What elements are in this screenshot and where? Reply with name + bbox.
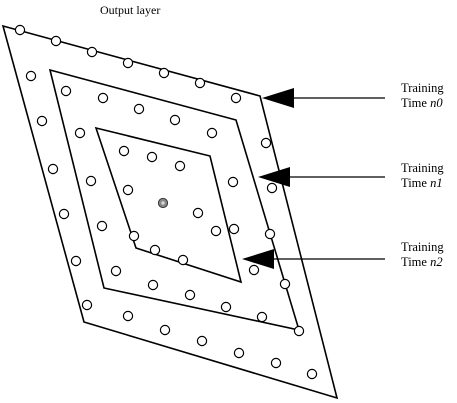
neuron-node bbox=[85, 175, 97, 187]
neuron-node bbox=[147, 279, 159, 291]
neuron-node bbox=[60, 85, 72, 97]
diagram-title: Output layer bbox=[100, 3, 160, 17]
neuron-node bbox=[210, 225, 222, 237]
neuron-node bbox=[260, 137, 272, 149]
neuron-node bbox=[70, 255, 82, 267]
neuron-node bbox=[206, 127, 218, 139]
neuron-node bbox=[233, 347, 245, 359]
neuron-grid bbox=[14, 24, 318, 380]
neuron-node bbox=[110, 265, 122, 277]
neuron-node bbox=[146, 151, 158, 163]
neuron-node bbox=[220, 301, 232, 313]
neuron-node bbox=[118, 145, 130, 157]
neuron-node bbox=[149, 244, 161, 256]
neuron-node bbox=[256, 311, 268, 323]
neuron-node bbox=[174, 160, 186, 172]
middle-neighborhood-boundary bbox=[48, 68, 301, 332]
neuron-node bbox=[14, 24, 26, 36]
neuron-node bbox=[58, 208, 70, 220]
neuron-node bbox=[177, 254, 189, 266]
label-training-n1-line1: Training bbox=[401, 161, 444, 175]
neuron-node bbox=[81, 299, 93, 311]
neuron-node bbox=[50, 35, 62, 47]
neuron-node bbox=[293, 325, 305, 337]
neuron-node bbox=[133, 103, 145, 115]
neuron-node bbox=[97, 92, 109, 104]
label-training-n0-line1: Training bbox=[401, 81, 444, 95]
arrowhead bbox=[258, 167, 290, 187]
neuron-node bbox=[270, 357, 282, 369]
neuron-node bbox=[279, 278, 291, 290]
neuron-node bbox=[122, 184, 134, 196]
neuron-node bbox=[86, 46, 98, 58]
outer-neighborhood-boundary bbox=[1, 24, 339, 400]
label-training-n1-line2: Time n1 bbox=[401, 176, 443, 190]
neuron-node bbox=[184, 289, 196, 301]
neuron-node bbox=[74, 127, 86, 139]
neuron-node bbox=[194, 77, 206, 89]
arrow-training-n2 bbox=[242, 249, 385, 269]
neuron-node bbox=[196, 335, 208, 347]
winning-neuron-highlight bbox=[161, 201, 165, 205]
neuron-node bbox=[169, 114, 181, 126]
neuron-node bbox=[230, 92, 242, 104]
neuron-node bbox=[122, 57, 134, 69]
neuron-node bbox=[306, 368, 318, 380]
neuron-node bbox=[47, 163, 59, 175]
label-training-n2-line2: Time n2 bbox=[401, 255, 443, 269]
neuron-node bbox=[248, 264, 260, 276]
neuron-node bbox=[159, 324, 171, 336]
neuron-node bbox=[192, 207, 204, 219]
neuron-node bbox=[96, 220, 108, 232]
neuron-node bbox=[36, 115, 48, 127]
neuron-node bbox=[264, 228, 276, 240]
arrow-training-n0 bbox=[262, 88, 385, 108]
neuron-node bbox=[25, 70, 37, 82]
label-training-n0-line2: Time n0 bbox=[401, 96, 443, 110]
neuron-node bbox=[228, 223, 240, 235]
arrowhead bbox=[262, 88, 294, 108]
neuron-node bbox=[128, 230, 140, 242]
neuron-node bbox=[122, 310, 134, 322]
arrowhead bbox=[242, 249, 274, 269]
inner-neighborhood-boundary bbox=[94, 126, 243, 284]
neuron-node bbox=[227, 176, 239, 188]
neuron-node bbox=[158, 67, 170, 79]
arrow-training-n1 bbox=[258, 167, 385, 187]
label-training-n2-line1: Training bbox=[401, 240, 444, 254]
neuron-node bbox=[266, 182, 278, 194]
